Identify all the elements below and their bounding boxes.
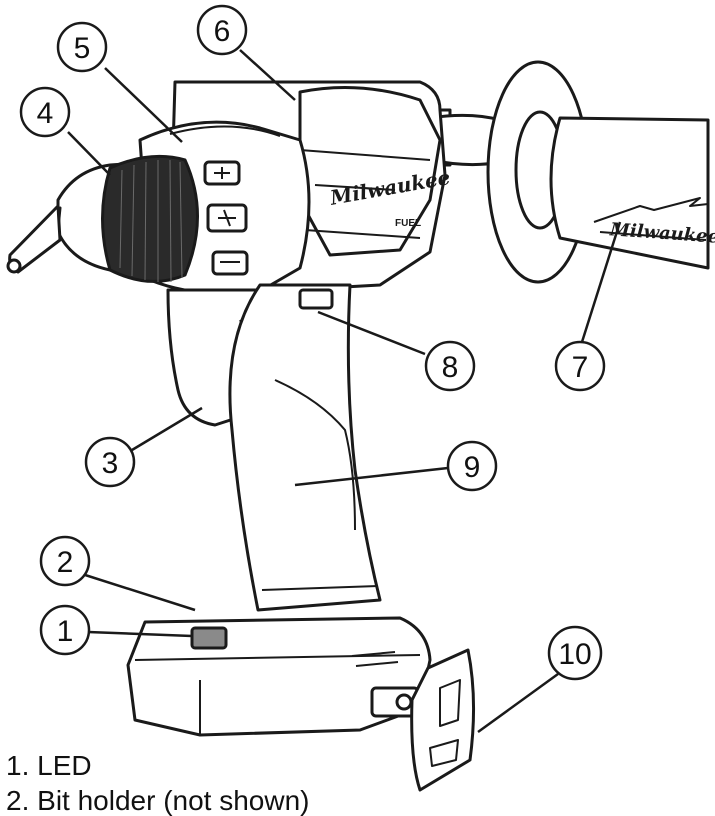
battery-base bbox=[126, 616, 476, 792]
callout-label-4: 4 bbox=[37, 97, 54, 130]
callout-label-9: 9 bbox=[464, 451, 481, 484]
callout-label-6: 6 bbox=[214, 15, 231, 48]
callout-9: 9 bbox=[446, 440, 498, 492]
callout-2: 2 bbox=[39, 535, 91, 587]
legend-number: 1. bbox=[6, 750, 30, 781]
callout-6: 6 bbox=[196, 4, 248, 56]
legend-text: Bit holder (not shown) bbox=[37, 785, 310, 816]
keyless-chuck bbox=[6, 154, 199, 283]
callout-label-5: 5 bbox=[74, 32, 91, 65]
callout-3: 3 bbox=[84, 436, 136, 488]
callout-8: 8 bbox=[424, 340, 476, 392]
callout-4: 4 bbox=[19, 86, 71, 138]
legend-item-bit-holder: 2. Bit holder (not shown) bbox=[6, 787, 310, 815]
callout-1: 1 bbox=[39, 604, 91, 656]
callout-10: 10 bbox=[547, 625, 603, 681]
callout-label-1: 1 bbox=[57, 615, 74, 648]
callout-label-7: 7 bbox=[572, 351, 589, 384]
callout-5: 5 bbox=[56, 21, 108, 73]
legend-text: LED bbox=[37, 750, 92, 781]
legend-item-led: 1. LED bbox=[6, 752, 92, 780]
fuel-badge-text: FUEL bbox=[395, 218, 421, 229]
callout-label-8: 8 bbox=[442, 351, 459, 384]
callout-label-2: 2 bbox=[57, 546, 74, 579]
leader-lines bbox=[67, 49, 622, 734]
callout-label-10: 10 bbox=[558, 638, 591, 671]
callout-7: 7 bbox=[554, 340, 606, 392]
legend-number: 2. bbox=[6, 785, 30, 816]
handle-grip bbox=[166, 283, 382, 612]
callout-label-3: 3 bbox=[102, 447, 119, 480]
side-handle: Milwaukee bbox=[268, 60, 715, 284]
